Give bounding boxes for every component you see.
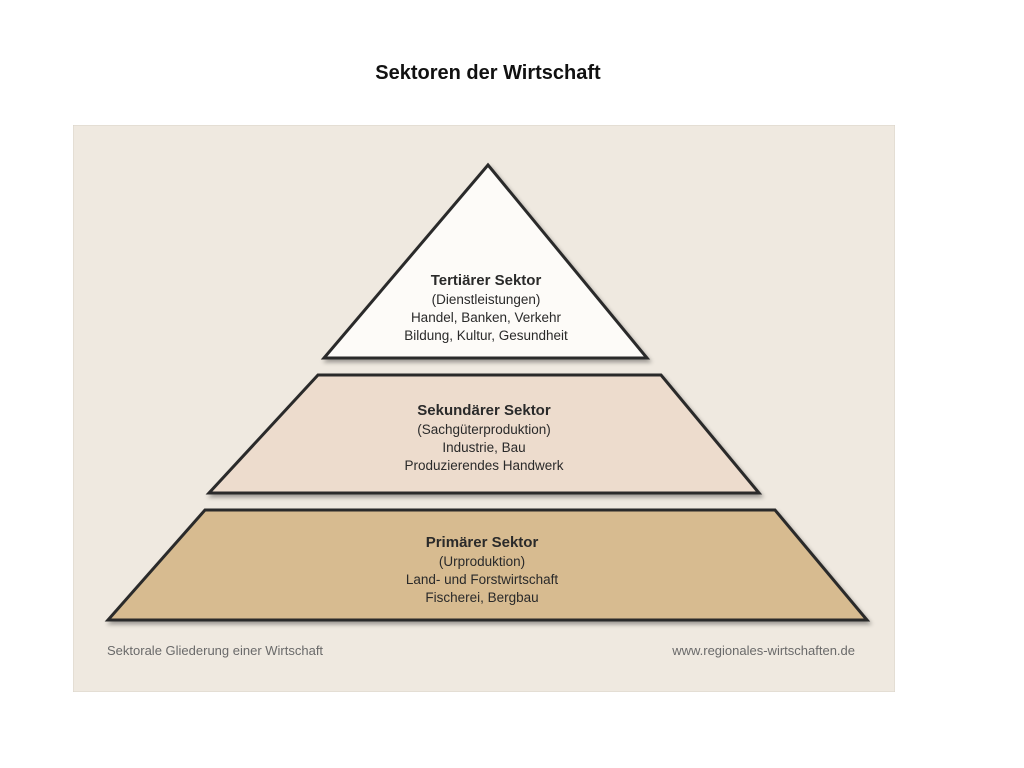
slide-title: Sektoren der Wirtschaft bbox=[375, 62, 601, 84]
figure-caption: Sektorale Gliederung einer Wirtschaft bbox=[107, 643, 323, 658]
tier-secondary: Sekundärer Sektor (Sachgüterproduktion) … bbox=[205, 373, 763, 495]
tier-tertiary-line-1: (Dienstleistungen) bbox=[432, 292, 541, 307]
tier-secondary-title: Sekundärer Sektor bbox=[417, 402, 551, 419]
tier-tertiary-line-2: Handel, Banken, Verkehr bbox=[411, 310, 562, 325]
tier-primary-line-3: Fischerei, Bergbau bbox=[425, 590, 538, 605]
tier-tertiary-line-3: Bildung, Kultur, Gesundheit bbox=[404, 328, 568, 343]
tier-primary-line-1: (Urproduktion) bbox=[439, 554, 525, 569]
tier-secondary-line-1: (Sachgüterproduktion) bbox=[417, 422, 551, 437]
tier-secondary-line-2: Industrie, Bau bbox=[442, 440, 525, 455]
tier-tertiary-shape bbox=[320, 162, 651, 360]
tier-tertiary: Tertiärer Sektor (Dienstleistungen) Hand… bbox=[320, 162, 651, 360]
tier-primary-shape bbox=[104, 508, 871, 622]
tier-secondary-line-3: Produzierendes Handwerk bbox=[404, 458, 563, 473]
tier-primary-line-2: Land- und Forstwirtschaft bbox=[406, 572, 559, 587]
tier-primary: Primärer Sektor (Urproduktion) Land- und… bbox=[104, 508, 871, 622]
figure-source: www.regionales-wirtschaften.de bbox=[671, 643, 855, 658]
tier-primary-title: Primärer Sektor bbox=[426, 534, 539, 551]
tier-secondary-shape bbox=[205, 373, 763, 495]
pyramid-figure: Tertiärer Sektor (Dienstleistungen) Hand… bbox=[73, 125, 895, 692]
tier-tertiary-title: Tertiärer Sektor bbox=[431, 272, 542, 289]
